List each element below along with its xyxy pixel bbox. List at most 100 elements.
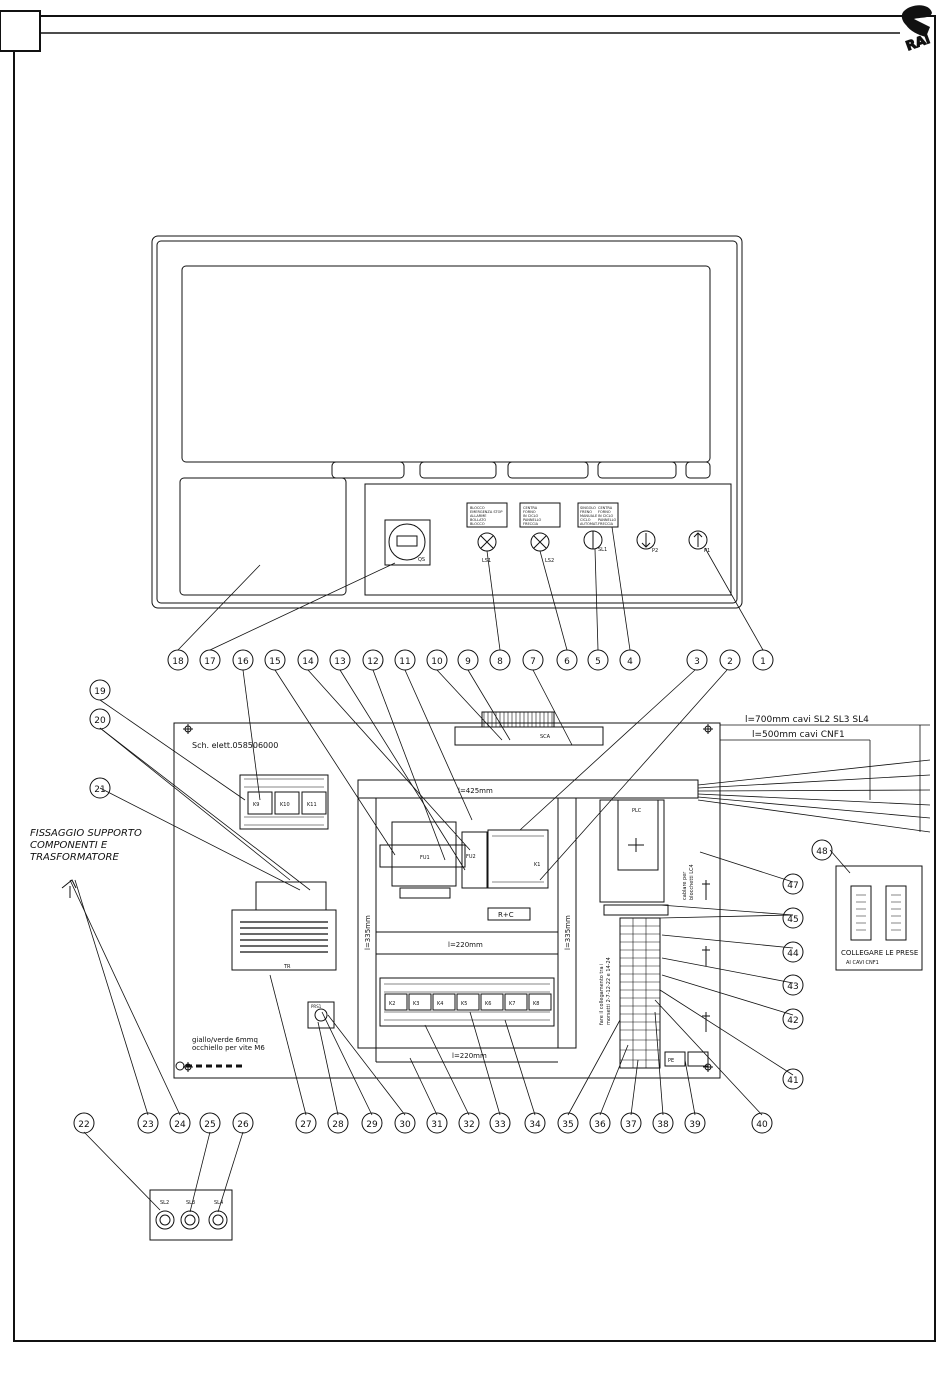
- svg-text:25: 25: [204, 1120, 215, 1130]
- callout-42: 42: [782, 1008, 804, 1030]
- ground-note-2: occhiello per vite M6: [192, 1044, 265, 1052]
- button-p2-label: P2: [652, 548, 658, 554]
- callout-3: 3: [686, 649, 708, 671]
- callout-15: 15: [264, 649, 286, 671]
- relay-k10-label: K10: [280, 802, 290, 808]
- callout-group: 1 2 3 4 5 6 7 8 9 10 11 12 13 14 15 16 1…: [73, 649, 833, 1134]
- plate-4-line-1: CENTRA: [598, 506, 613, 510]
- pressostat: PRS1: [307, 1001, 335, 1029]
- duct-left-length: l=335mm: [364, 915, 372, 950]
- svg-text:33: 33: [494, 1120, 505, 1130]
- svg-text:29: 29: [366, 1120, 378, 1130]
- relay-k9-label: K9: [253, 802, 259, 808]
- contactor-k1-label: K1: [534, 862, 540, 868]
- svg-text:13: 13: [334, 657, 345, 667]
- pressostat-label: PRS1: [311, 1004, 322, 1009]
- svg-text:6: 6: [564, 657, 570, 667]
- plate-3-line-2: FRENO: [580, 510, 592, 514]
- callout-7: 7: [522, 649, 544, 671]
- svg-text:17: 17: [204, 657, 215, 667]
- callout-27: 27: [295, 1112, 317, 1134]
- svg-text:4: 4: [627, 657, 633, 667]
- callout-16: 16: [232, 649, 254, 671]
- plate-1-line-1: BLOCCO: [470, 506, 485, 510]
- cable-bundle: l=700mm cavi SL2 SL3 SL4 l=500mm cavi CN…: [697, 715, 931, 833]
- svg-text:RAi: RAi: [904, 32, 932, 54]
- callout-23: 23: [137, 1112, 159, 1134]
- svg-text:37: 37: [625, 1120, 636, 1130]
- callout-24: 24: [169, 1112, 191, 1134]
- plate-1-line-4: BOLLATO: [470, 518, 486, 522]
- relay-k11-label: K11: [307, 802, 317, 808]
- svg-text:22: 22: [78, 1120, 89, 1130]
- callout-6: 6: [556, 649, 578, 671]
- breaker-fu1-label: FU1: [420, 855, 430, 861]
- relay-k4-label: K4: [437, 1001, 443, 1007]
- callout-38: 38: [652, 1112, 674, 1134]
- svg-text:32: 32: [463, 1120, 474, 1130]
- svg-text:15: 15: [269, 657, 280, 667]
- callout-43: 43: [782, 974, 804, 996]
- main-switch-label: QS: [418, 557, 425, 563]
- selector-sl1-icon: SL1: [583, 530, 607, 553]
- callout-4: 4: [619, 649, 641, 671]
- ground-cable-icon: [175, 1061, 246, 1071]
- callout-41: 41: [782, 1068, 804, 1090]
- callout-21: 21: [89, 777, 111, 799]
- relay-k7-label: K7: [509, 1001, 515, 1007]
- callout-26: 26: [232, 1112, 254, 1134]
- plate-4-line-5: FRECCIA: [598, 522, 614, 526]
- rc-filter-label: R+C: [498, 911, 514, 919]
- plate-1-line-3: ALLARME: [470, 514, 486, 518]
- callout-25: 25: [199, 1112, 221, 1134]
- svg-text:1: 1: [760, 657, 766, 667]
- duct-right-length: l=335mm: [564, 915, 572, 950]
- callout-18: 18: [167, 649, 189, 671]
- svg-text:36: 36: [594, 1120, 606, 1130]
- callout-44: 44: [782, 941, 804, 963]
- svg-text:27: 27: [300, 1120, 311, 1130]
- callout-34: 34: [524, 1112, 546, 1134]
- socket-plate: SL2 SL3 SL4: [149, 1189, 233, 1241]
- callout-30: 30: [394, 1112, 416, 1134]
- plate-2-line-2: FORNO: [523, 510, 536, 514]
- plate-2-line-1: CENTRA: [523, 506, 538, 510]
- duct-top-length: l=425mm: [458, 787, 493, 795]
- breaker-fu2: FU2: [461, 831, 488, 889]
- svg-text:20: 20: [94, 716, 106, 726]
- callout-12: 12: [362, 649, 384, 671]
- socket-sl3-label: SL3: [186, 1200, 195, 1206]
- socket-sl4-label: SL4: [214, 1200, 223, 1206]
- selector-sl1-label: SL1: [598, 547, 607, 553]
- callout-32: 32: [458, 1112, 480, 1134]
- callout-19: 19: [89, 679, 111, 701]
- svg-text:35: 35: [562, 1120, 573, 1130]
- plc-cable-note-1: cablare per: [682, 871, 688, 900]
- plc: PLC cablare per blocchetti LC4: [599, 799, 695, 916]
- connector-box: COLLEGARE LE PRESE AI CAVI CNF1: [835, 865, 923, 971]
- plate-4-line-3: IN CICLO: [598, 514, 614, 518]
- leader-lines: [69, 526, 851, 1213]
- svg-text:8: 8: [497, 657, 503, 667]
- ground-note-1: giallo/verde 6mmq: [192, 1036, 258, 1044]
- plate-3-line-1: SINGOLO: [580, 506, 596, 510]
- brand-logo: RAi: [901, 5, 933, 55]
- breaker-fu2-label: FU2: [466, 854, 476, 860]
- drawing-frame: [0, 10, 936, 1342]
- pe-terminal-label: PE: [668, 1058, 674, 1064]
- plate-3-line-4: CICLO: [580, 518, 591, 522]
- lamp-ls2-label: LS2: [545, 558, 554, 564]
- svg-text:23: 23: [142, 1120, 153, 1130]
- callout-40: 40: [751, 1112, 773, 1134]
- svg-text:19: 19: [94, 687, 106, 697]
- front-control-panel: QS BLOCCO EMERGENZA STOP ALLARME BOLLATO…: [151, 235, 743, 609]
- svg-text:12: 12: [367, 657, 378, 667]
- transformer-label: TR: [283, 964, 291, 970]
- svg-text:40: 40: [756, 1120, 768, 1130]
- relay-k5-label: K5: [461, 1001, 467, 1007]
- plate-2-line-5: FRECCIA: [523, 522, 539, 526]
- relay-k2-label: K2: [389, 1001, 395, 1007]
- cable-length-500: l=500mm cavi CNF1: [752, 730, 845, 740]
- plate-4-line-2: FORNO: [598, 510, 611, 514]
